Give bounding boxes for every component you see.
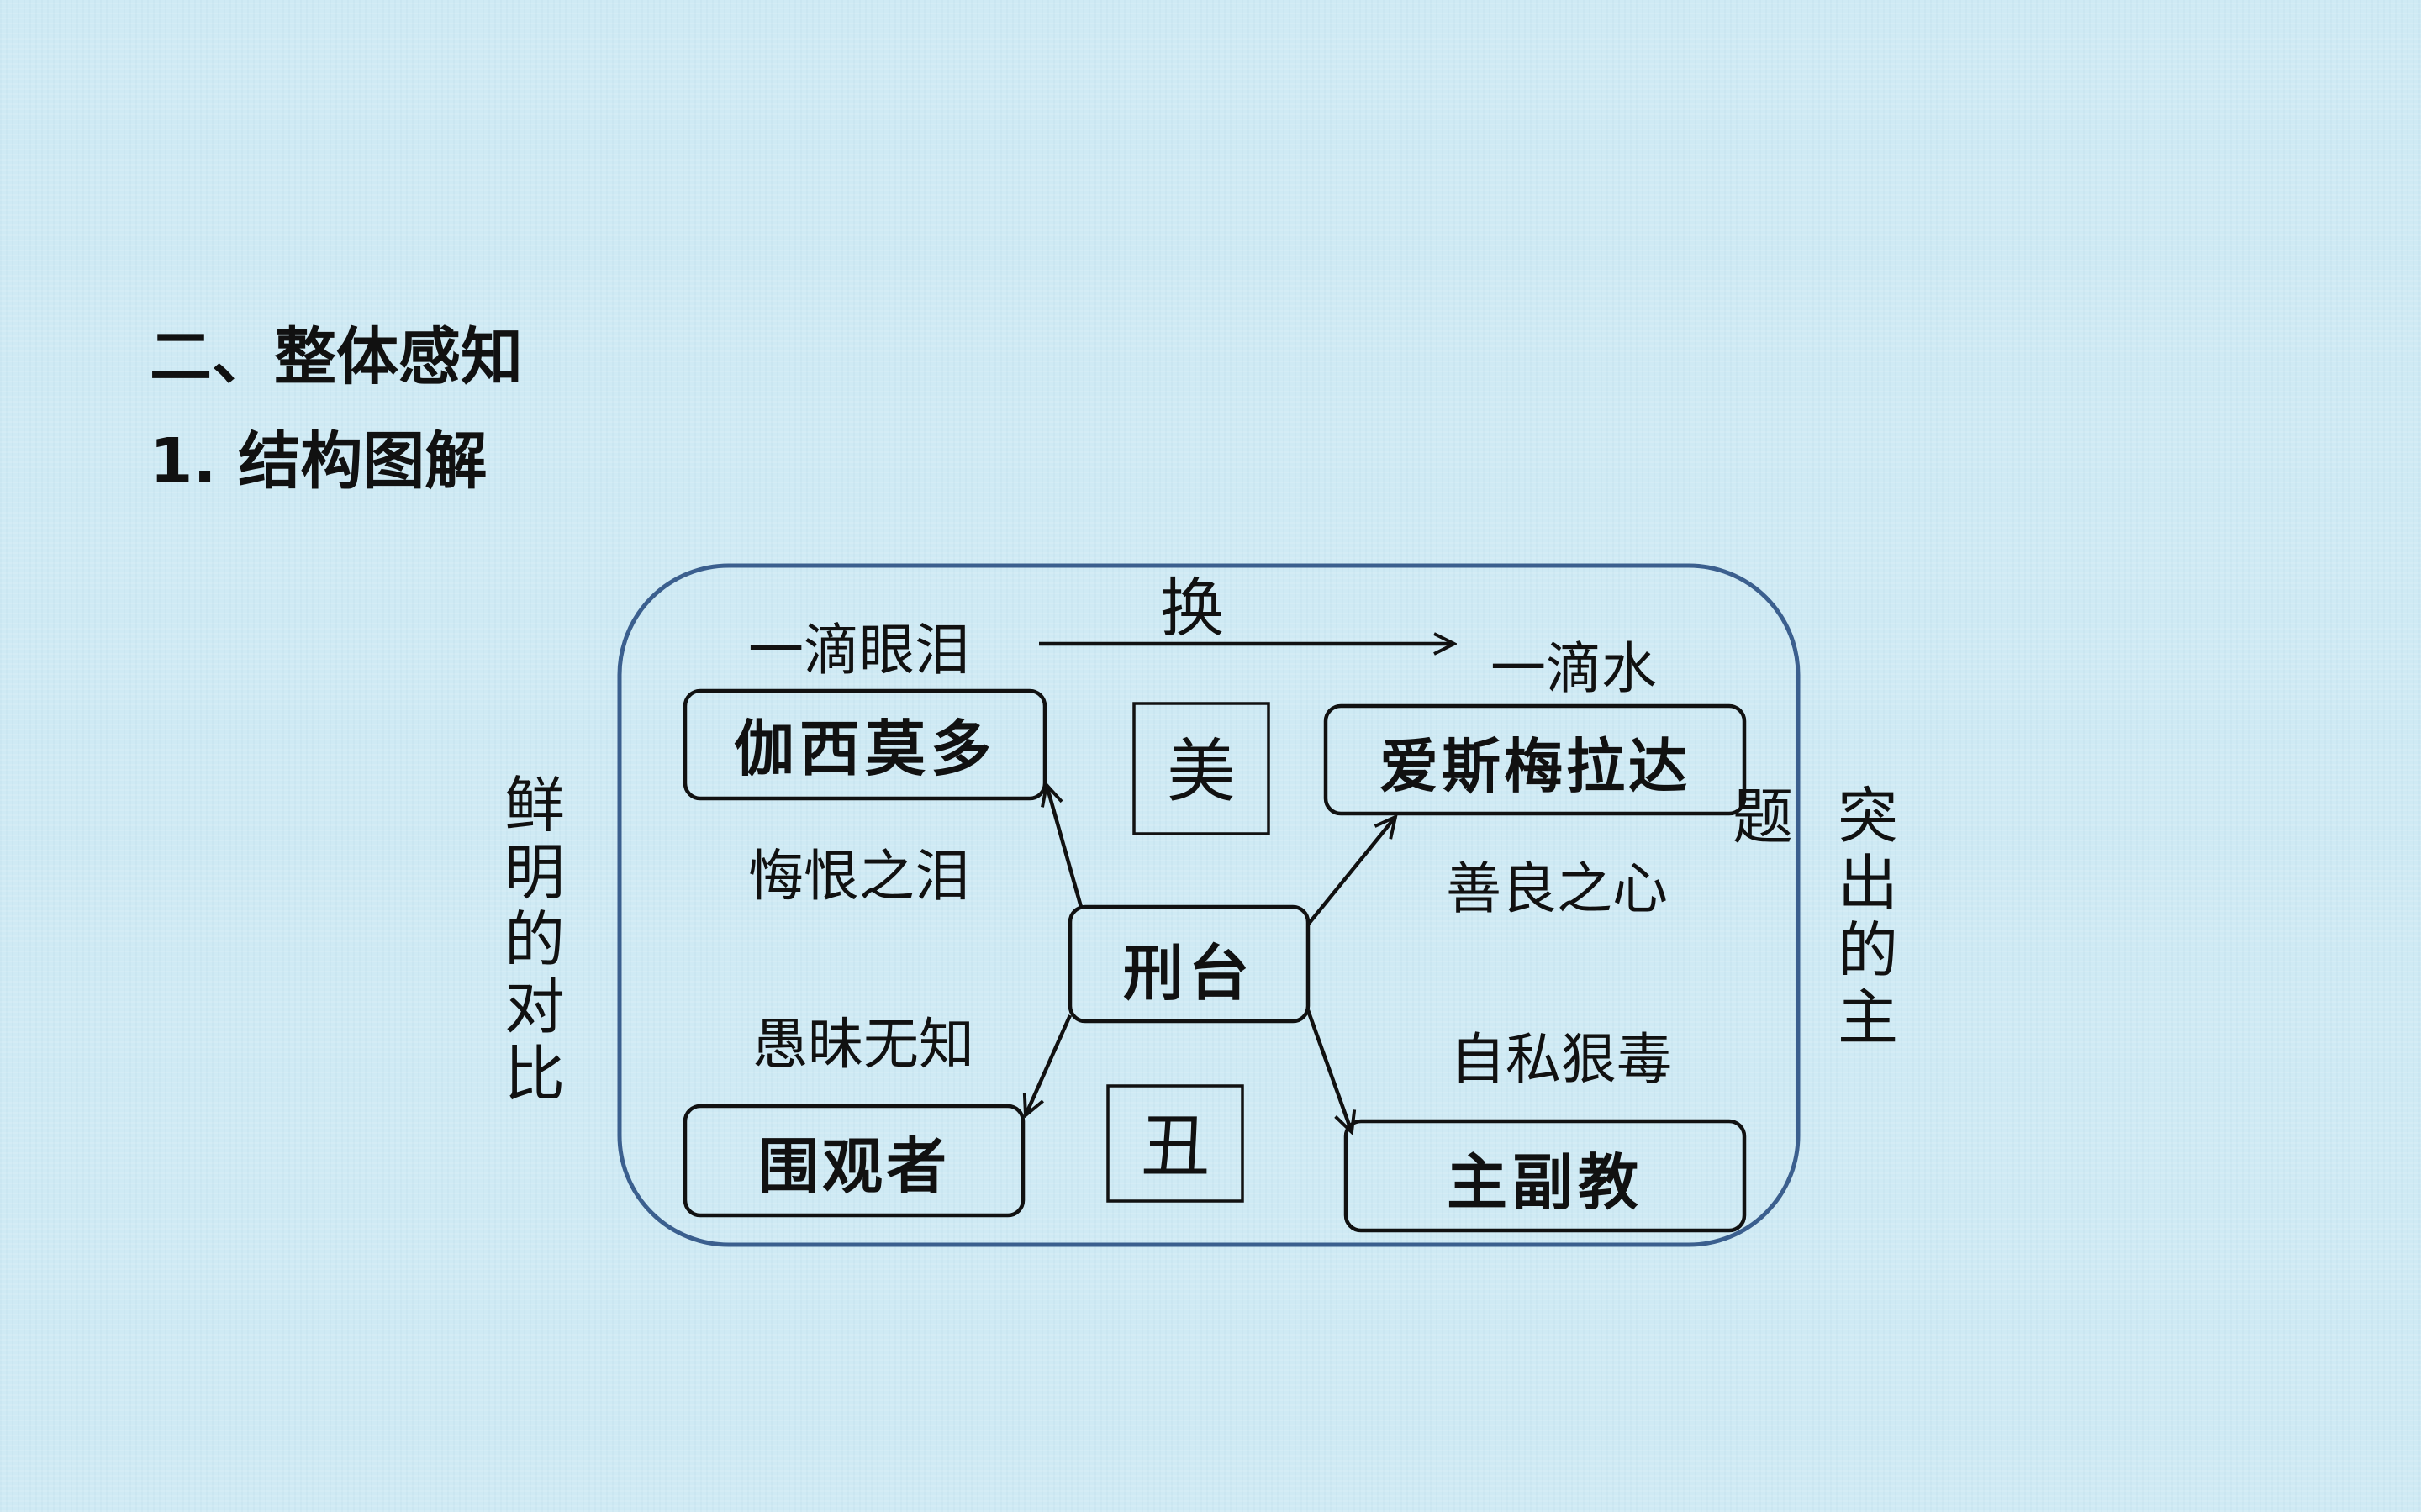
right-side-label: 突 出 的 主	[1838, 781, 1898, 1053]
node-bottom-right: 主副教	[1447, 1146, 1643, 1218]
node-box-top-left	[683, 688, 1047, 801]
label-selfish-vicious: 自私狠毒	[1450, 1027, 1672, 1092]
node-box-bottom-left	[683, 1104, 1026, 1218]
label-regret-tears: 悔恨之泪	[748, 844, 970, 909]
beauty-label: 美	[1167, 732, 1236, 812]
right-side-char: 出	[1838, 848, 1898, 919]
arrow-to-top-left	[1047, 785, 1084, 908]
left-side-char: 鲜	[504, 770, 565, 840]
left-side-char: 明	[504, 837, 565, 908]
node-bottom-left: 围观者	[758, 1130, 950, 1202]
arrow-to-bottom-right	[1305, 1009, 1352, 1132]
right-side-char: 的	[1838, 915, 1898, 986]
label-water: 一滴水	[1490, 636, 1657, 701]
arrow-to-bottom-left	[1026, 1014, 1073, 1115]
ugliness-box	[1106, 1084, 1244, 1203]
label-right-tail: 题	[1733, 782, 1793, 852]
label-exchange: 换	[1160, 571, 1224, 645]
left-side-char: 对	[504, 972, 565, 1042]
arrow-to-top-right	[1306, 817, 1395, 926]
beauty-box	[1132, 702, 1270, 835]
label-kind-heart: 善良之心	[1446, 856, 1668, 921]
label-tear: 一滴眼泪	[748, 618, 970, 682]
ugliness-label: 丑	[1141, 1107, 1210, 1187]
label-ignorance: 愚昧无知	[752, 1012, 974, 1077]
diagram-frame	[617, 563, 1801, 1247]
node-center: 刑台	[1123, 937, 1254, 1009]
right-side-char: 突	[1838, 781, 1898, 851]
node-top-right: 爱斯梅拉达	[1379, 731, 1690, 801]
section-title: 二、整体感知	[150, 321, 523, 393]
left-side-char: 比	[504, 1039, 565, 1109]
right-side-char: 主	[1838, 983, 1898, 1053]
subsection-title: 1. 结构图解	[150, 425, 488, 498]
node-box-top-right	[1323, 703, 1747, 816]
left-side-label: 鲜 明 的 对 比	[504, 770, 565, 1109]
node-box-bottom-right	[1343, 1119, 1747, 1233]
node-top-left: 伽西莫多	[734, 713, 996, 784]
left-side-char: 的	[504, 904, 565, 975]
node-box-center	[1068, 904, 1311, 1024]
